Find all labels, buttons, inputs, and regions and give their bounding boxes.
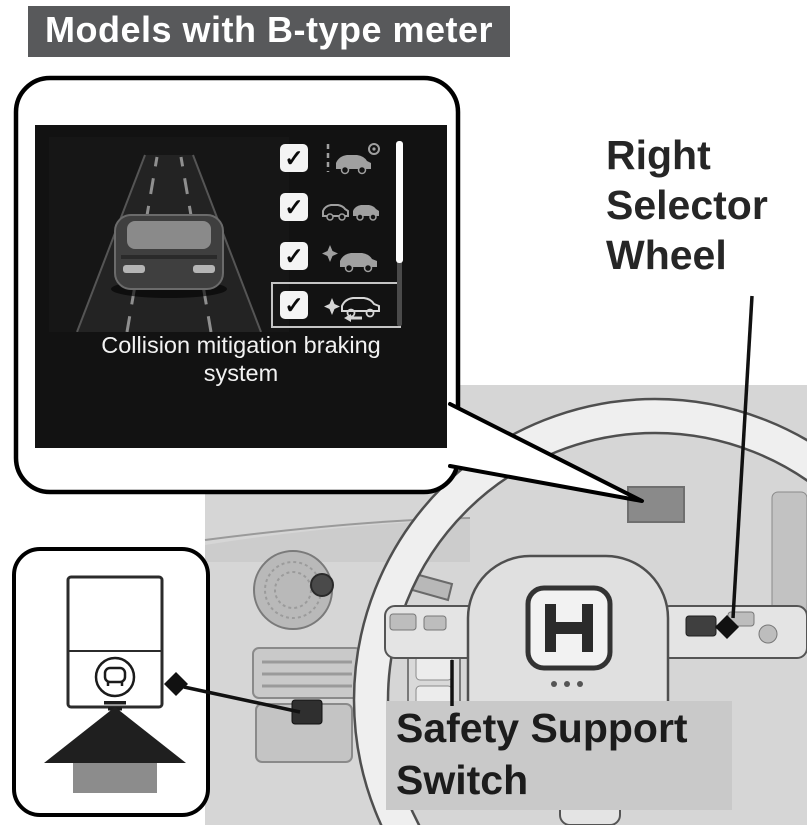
switch-illustration (44, 575, 186, 793)
switch-body (66, 575, 164, 709)
air-vent (252, 647, 362, 699)
dash-knob (310, 573, 334, 597)
lead-car-info-icon (326, 143, 380, 175)
meter-display: ✓ ✓ (35, 125, 447, 448)
checkbox-checked-icon: ✓ (280, 144, 308, 172)
speaker-grille (253, 550, 334, 630)
bubble-tail (448, 402, 644, 503)
right-spoke-button (727, 611, 755, 627)
left-spoke-button (423, 615, 447, 631)
checklist-item: ✓ (275, 237, 397, 275)
safety-support-switch-label: Safety Support Switch (386, 701, 732, 810)
right-spoke-button (758, 624, 778, 644)
checkbox-checked-icon: ✓ (280, 242, 308, 270)
right-selector-wheel-control (685, 615, 717, 637)
checklist-item: ✓ (275, 188, 397, 226)
car-rear-icon (111, 214, 227, 298)
page-banner: Models with B-type meter (28, 6, 511, 57)
left-spoke-button (389, 613, 417, 631)
road-scene (49, 137, 289, 332)
press-arrow-icon (44, 707, 186, 793)
honda-logo (525, 585, 613, 671)
right-selector-wheel-label: Right Selector Wheel (606, 132, 768, 278)
acc-follow-icon (322, 204, 379, 221)
driver-assist-checklist: ✓ ✓ (271, 139, 401, 335)
collision-mitigation-brake-icon (324, 297, 380, 322)
checkbox-checked-icon: ✓ (280, 291, 308, 319)
checkbox-checked-icon: ✓ (280, 193, 308, 221)
display-caption: Collision mitigation braking system (101, 332, 381, 386)
meter-location-marker (627, 486, 685, 523)
safety-support-switch-callout (12, 547, 210, 817)
scrollbar-thumb (396, 141, 403, 263)
collision-alert-icon (322, 245, 377, 273)
checklist-item: ✓ (271, 282, 401, 328)
dash-safety-support-switch (291, 699, 323, 725)
checklist-item: ✓ (275, 139, 397, 177)
